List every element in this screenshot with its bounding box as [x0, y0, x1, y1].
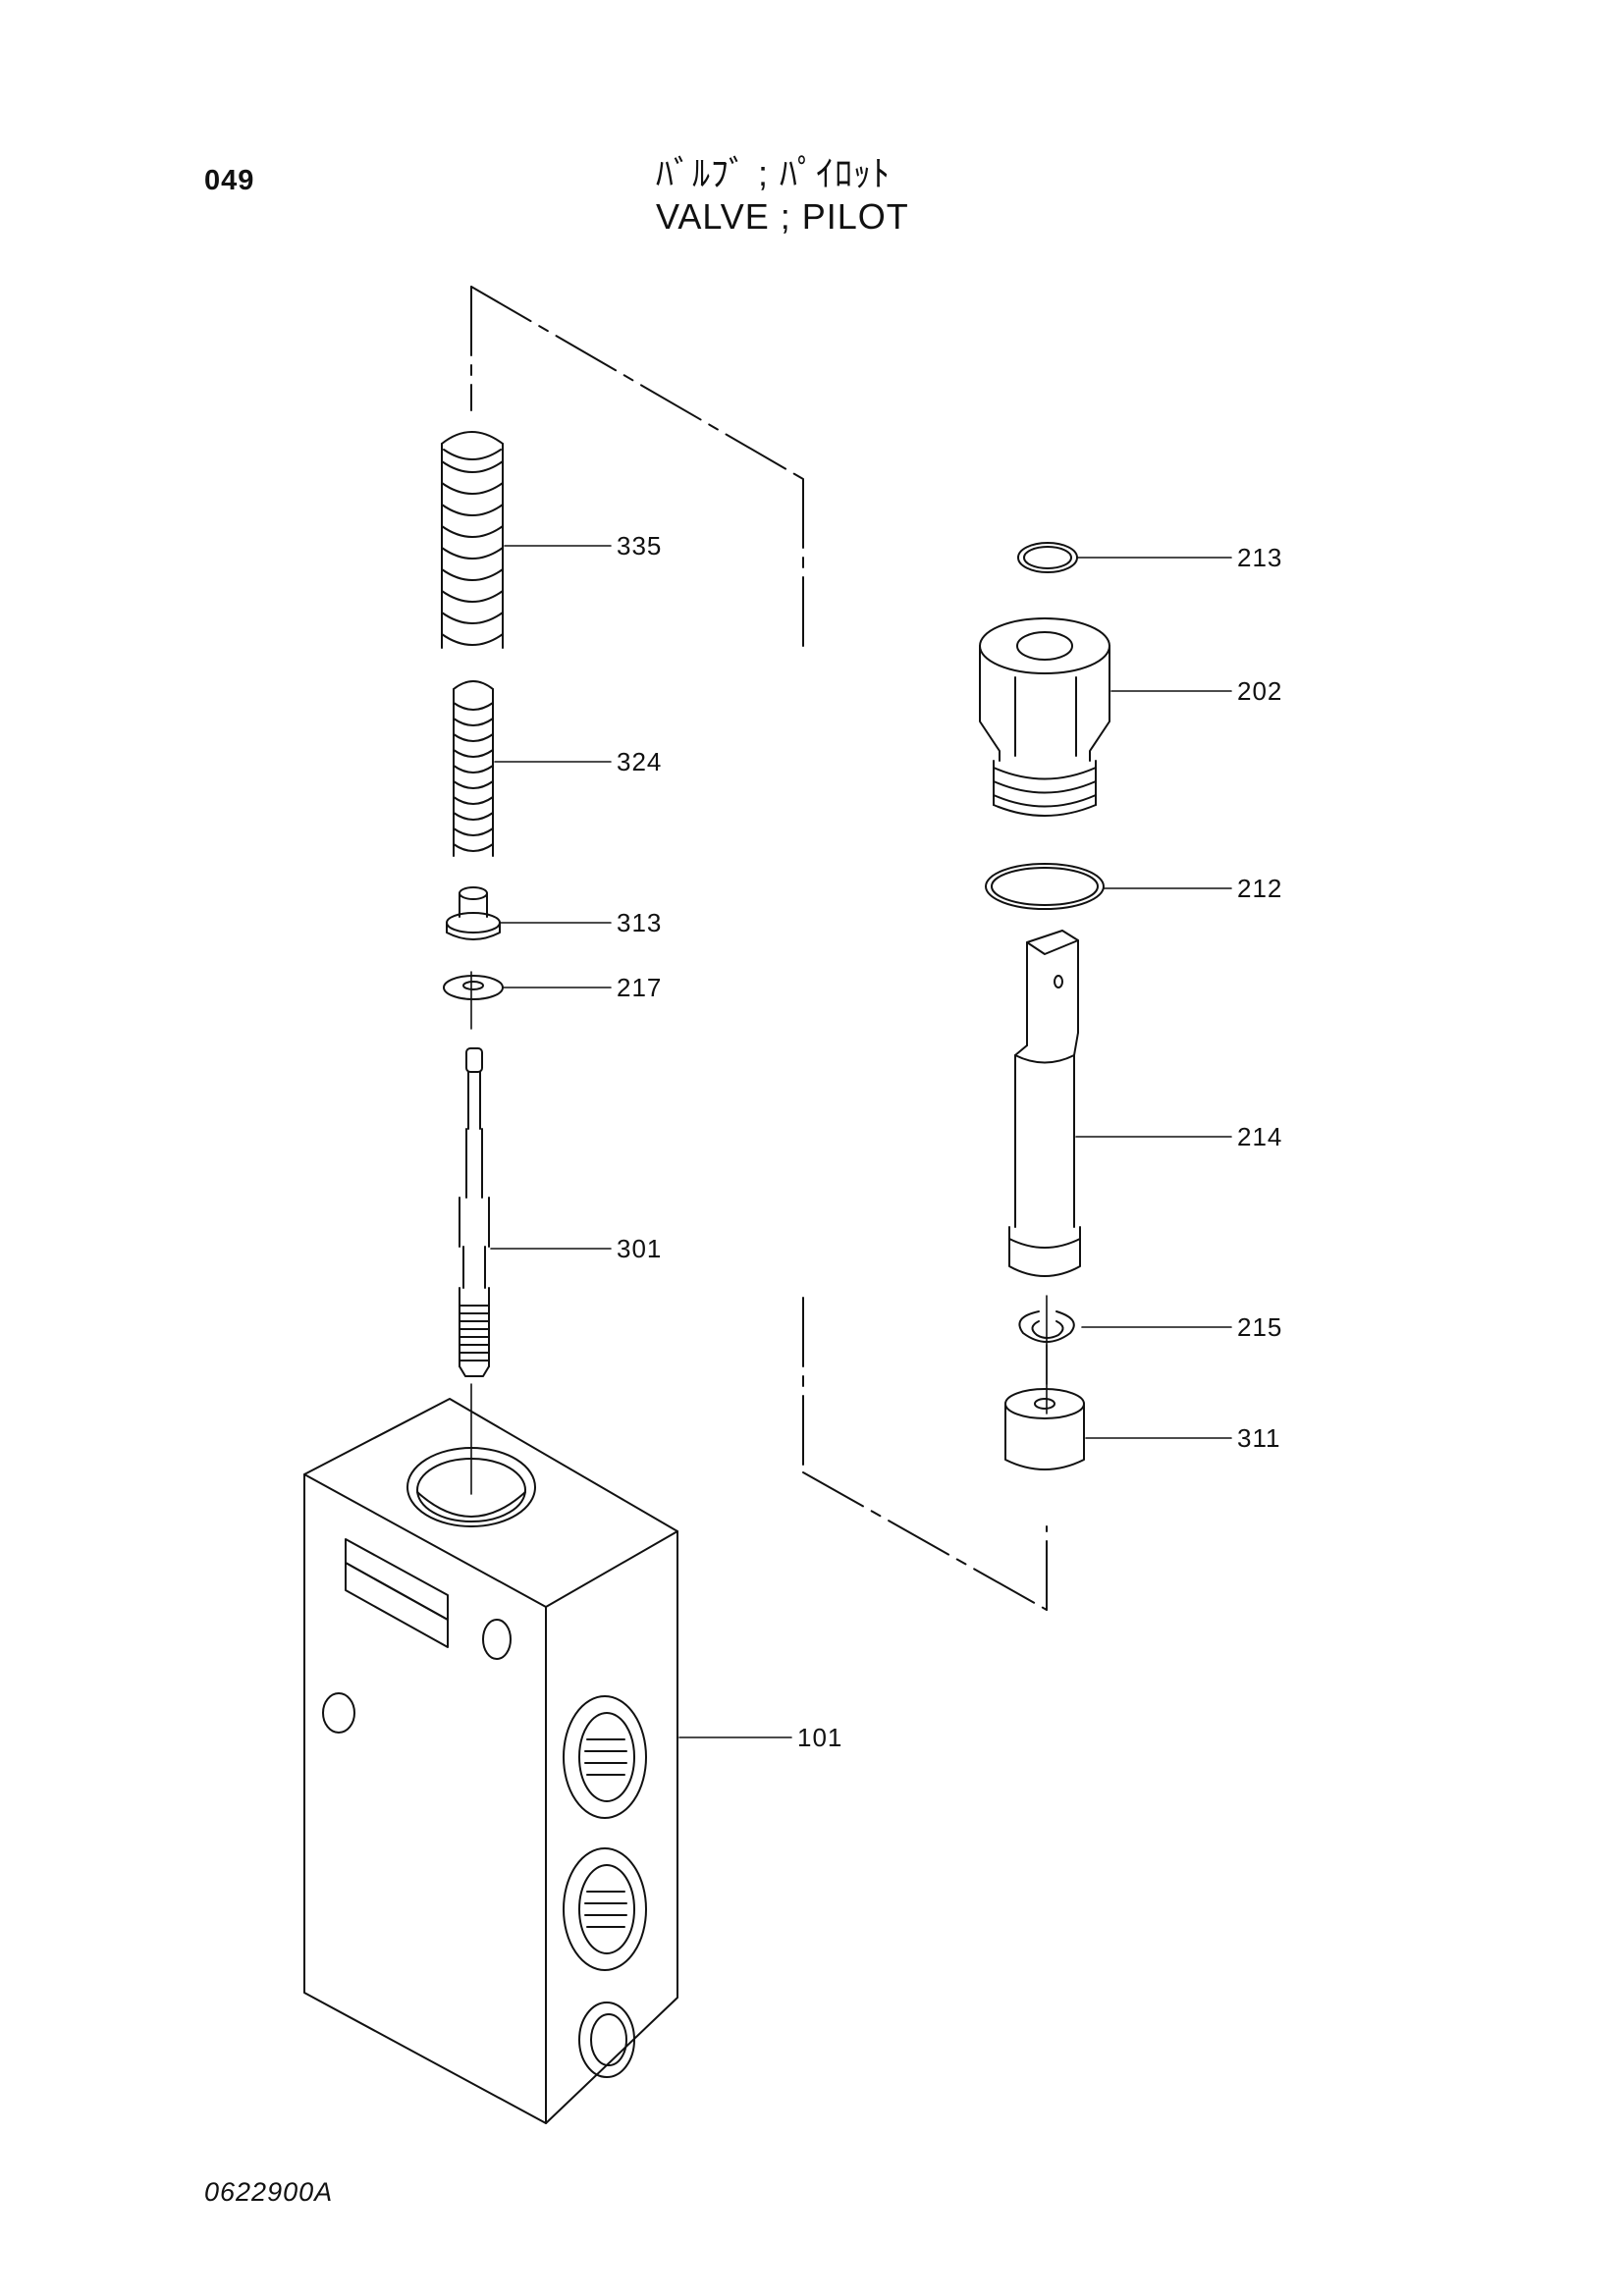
title-japanese: ﾊﾞﾙﾌﾞ ; ﾊﾟｲﾛｯﾄ	[656, 153, 892, 193]
spring-outer-335	[442, 432, 503, 648]
callout-335: 335	[617, 531, 663, 561]
callout-202: 202	[1237, 676, 1283, 706]
retainer-311	[1005, 1389, 1084, 1469]
spring-seat-313	[447, 887, 500, 939]
o-ring-213	[1018, 543, 1077, 572]
drawing-code: 0622900A	[204, 2177, 334, 2207]
washer-217	[444, 976, 503, 999]
assembly-guide-lines	[471, 287, 1047, 1610]
o-ring-212	[986, 864, 1104, 909]
leader-lines	[491, 546, 1231, 1737]
snap-ring-215	[1019, 1311, 1073, 1342]
centerlines	[471, 972, 1047, 1494]
spool-214	[1009, 931, 1080, 1276]
spring-inner-324	[454, 681, 493, 856]
callout-214: 214	[1237, 1122, 1283, 1151]
callout-213: 213	[1237, 543, 1283, 572]
callout-212: 212	[1237, 874, 1283, 903]
callout-313: 313	[617, 908, 663, 937]
callout-301: 301	[617, 1234, 663, 1263]
push-rod-301	[460, 1048, 489, 1376]
callout-217: 217	[617, 973, 663, 1002]
callout-324: 324	[617, 747, 663, 776]
plug-202	[980, 618, 1109, 816]
callout-215: 215	[1237, 1312, 1283, 1342]
callout-101: 101	[797, 1723, 843, 1752]
callout-311: 311	[1237, 1423, 1281, 1453]
valve-body-101	[304, 1399, 677, 2123]
title-english: VALVE ; PILOT	[656, 196, 909, 237]
page-number: 049	[204, 165, 255, 196]
